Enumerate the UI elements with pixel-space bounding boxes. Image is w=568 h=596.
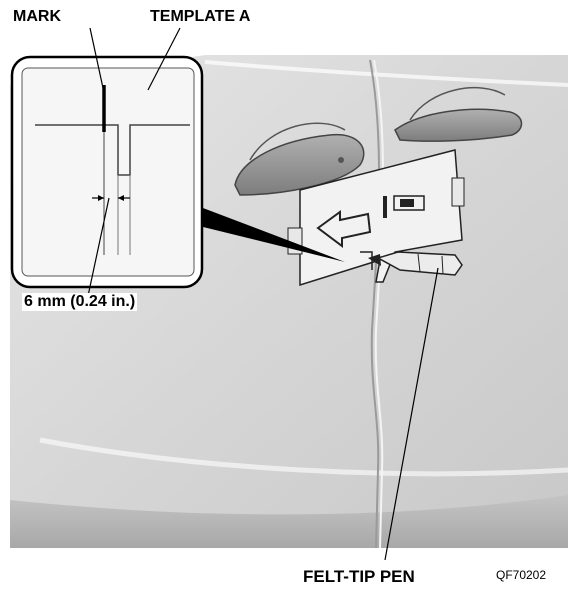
belt-line <box>204 60 568 87</box>
template-label: TEMPLATE A <box>150 8 251 25</box>
mark-label: MARK <box>13 8 61 25</box>
felt-tip-pen <box>368 251 463 276</box>
dimension-label: 6 mm (0.24 in.) <box>22 293 138 311</box>
front-door-handle <box>234 122 365 196</box>
rear-door-handle <box>394 87 523 142</box>
template-sheet <box>287 149 465 287</box>
figure-code: QF70202 <box>496 568 547 582</box>
dimension-leader <box>87 197 110 297</box>
callout-pointer <box>195 205 345 262</box>
arrow-icon <box>316 210 372 248</box>
template-leader <box>147 27 181 91</box>
lower-body-line <box>39 437 568 477</box>
pen-label: FELT-TIP PEN <box>303 567 415 586</box>
detail-inset <box>10 55 204 289</box>
pen-leader <box>384 267 439 561</box>
mark-leader <box>89 27 104 89</box>
door-seam <box>369 59 380 549</box>
rocker-sill <box>10 495 568 548</box>
